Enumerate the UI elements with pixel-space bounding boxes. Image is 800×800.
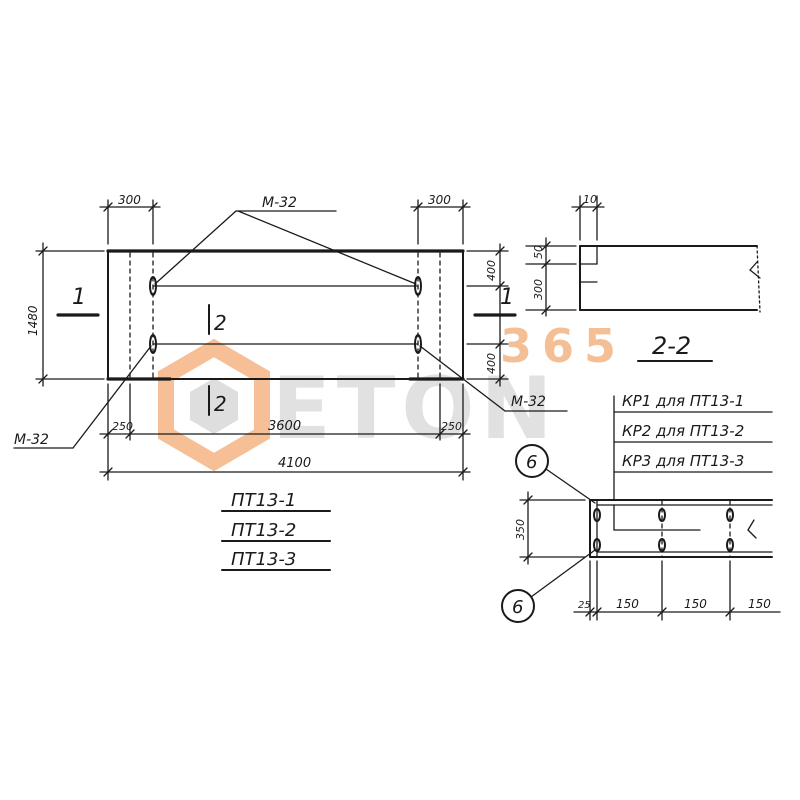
bubble-bottom-icon — [501, 589, 535, 623]
product-label: ПТ13-1 — [231, 490, 296, 511]
cage-callout: КР1 для ПТ13-1 — [622, 392, 744, 410]
dim-edge-left: 250 — [112, 420, 133, 433]
dim-top-right: 400 — [485, 260, 498, 281]
watermark: 365 ETON — [158, 319, 626, 472]
product-label: ПТ13-2 — [231, 520, 296, 541]
section-1-left: 1 — [72, 285, 86, 310]
dim-bottom-right: 400 — [485, 353, 498, 374]
watermark-logo-icon — [158, 338, 270, 472]
dim-right-block: 300 — [428, 193, 451, 207]
plan-view: 300 300 М-32 1480 400 400 1 — [13, 193, 568, 571]
dim-height: 1480 — [26, 305, 40, 336]
mark-m32-left: М-32 — [14, 432, 49, 448]
cage-dim-spacing: 150 — [684, 597, 707, 611]
section-dim-b: 300 — [532, 279, 545, 300]
section-dim-a: 50 — [532, 245, 545, 259]
cage-dim-spacing: 150 — [616, 597, 639, 611]
dim-total: 4100 — [278, 456, 311, 471]
dim-left-block: 300 — [118, 193, 141, 207]
section-dim-top: 10 — [583, 193, 597, 206]
cage-detail-view: КР1 для ПТ13-1 КР2 для ПТ13-2 КР3 для ПТ… — [501, 392, 781, 623]
section-1-right: 1 — [500, 285, 514, 310]
bubble-bottom: 6 — [512, 597, 523, 618]
watermark-number: 365 — [500, 319, 626, 373]
cage-callout: КР3 для ПТ13-3 — [622, 452, 744, 470]
bubble-top: 6 — [526, 452, 537, 473]
cage-callout: КР2 для ПТ13-2 — [622, 422, 744, 440]
mark-m32-right: М-32 — [511, 394, 546, 410]
cage-dim-height: 350 — [514, 519, 527, 540]
cage-dim-edge: 25 — [578, 600, 591, 611]
dim-middle: 3600 — [268, 419, 301, 434]
product-label: ПТ13-3 — [231, 549, 296, 570]
section-2-2-view: 10 50 300 2-2 — [525, 193, 761, 362]
watermark-word: ETON — [272, 359, 559, 459]
cage-dim-spacing: 150 — [748, 597, 771, 611]
section-2-top: 2 — [214, 311, 227, 335]
mark-m32-top: М-32 — [262, 195, 297, 211]
dim-edge-right: 250 — [441, 420, 462, 433]
section-2-bottom: 2 — [214, 392, 227, 416]
bubble-top-icon — [515, 444, 549, 478]
section-title: 2-2 — [652, 332, 691, 360]
